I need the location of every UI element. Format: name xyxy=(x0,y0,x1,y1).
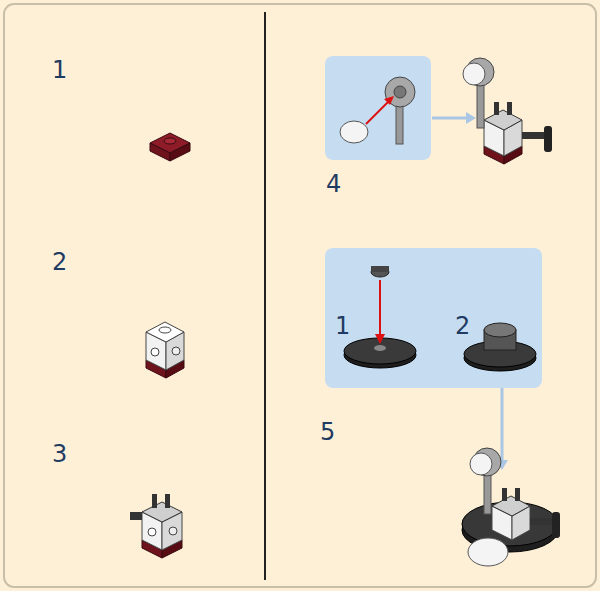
red-plate xyxy=(150,133,190,161)
divider-line xyxy=(264,12,266,580)
step-panel: 12 xyxy=(325,248,542,388)
brick-with-clip xyxy=(130,494,182,558)
lamp-assembly xyxy=(463,58,552,164)
page-border xyxy=(4,4,596,587)
final-assembly xyxy=(462,448,560,566)
step-number: 1 xyxy=(52,58,67,82)
white-brick xyxy=(146,322,184,378)
lamp-parts xyxy=(340,77,476,144)
substep-number: 1 xyxy=(335,314,350,338)
step-number: 2 xyxy=(52,250,67,274)
round-plate-parts xyxy=(344,266,536,470)
step-number: 4 xyxy=(326,172,341,196)
step-panel xyxy=(325,56,431,160)
substep-number: 2 xyxy=(455,314,470,338)
step-number: 3 xyxy=(52,442,67,466)
step-number: 5 xyxy=(320,420,335,444)
